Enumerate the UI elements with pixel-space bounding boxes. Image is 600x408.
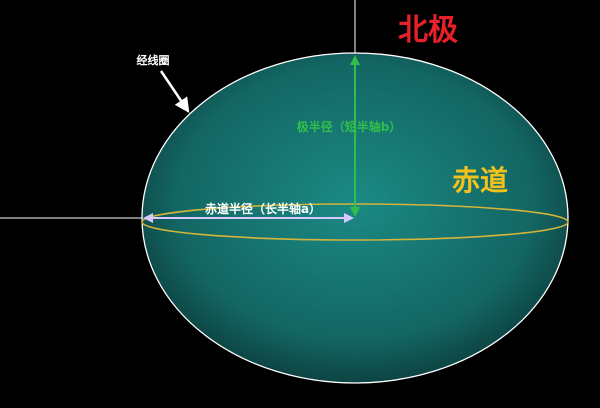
equator-label: 赤道 — [452, 164, 508, 197]
meridian-pointer-arrow — [159, 70, 190, 113]
polar-radius-label: 极半径（短半轴b） — [297, 119, 402, 134]
meridian-label: 经线圈 — [137, 53, 170, 67]
north-pole-label: 北极 — [398, 13, 458, 48]
equatorial-radius-label: 赤道半径（长半轴a） — [205, 201, 321, 216]
